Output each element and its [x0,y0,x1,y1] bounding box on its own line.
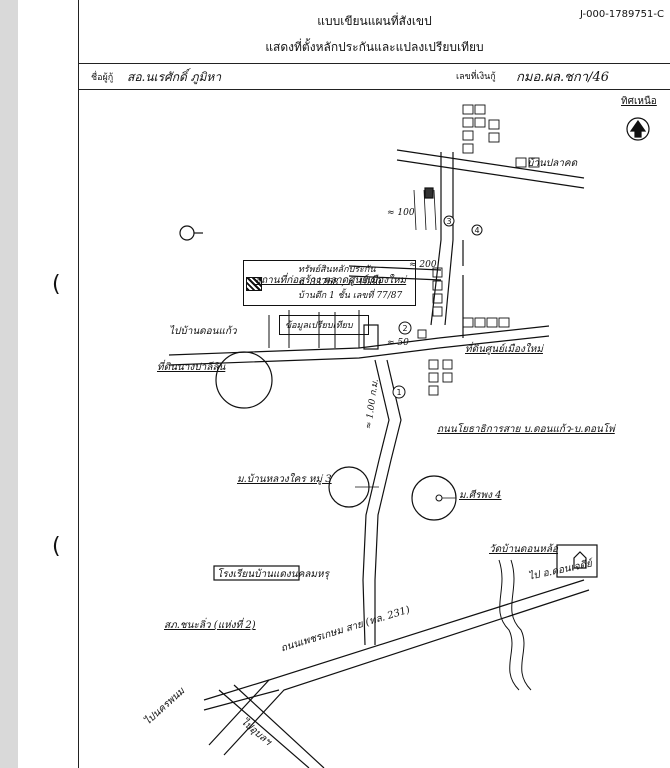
label-school: โรงเรียนบ้านแดงนคลมหรุ [217,569,329,580]
marker-3-circle [443,215,455,227]
road-main [362,359,402,646]
legend-comparison-label: ข้อมูลเปรียบเทียบ [285,321,353,331]
label-temple: วัดบ้านดอนหล้อ [489,544,558,555]
house-plots [417,104,540,396]
document-number: J-000-1789751-C [579,9,664,20]
road-north [430,152,454,326]
temple-icon [573,551,587,569]
label-to-ban-khonkhaen: ไปบ้านดอนแก้ว [169,326,237,337]
borrower-row: ชื่อผู้กู้ สอ.นเรศักดิ์ ภูมิหา เลขที่เงิ… [78,64,670,90]
owner-label: ชื่อผู้กู้ [91,73,114,83]
marker-1-circle [392,385,406,399]
legend-line-3: บ้านตึก 1 ชั้น เลขที่ 77/87 [298,291,403,301]
legend-collateral: ทรัพย์สินหลักประกัน ฉ. 83768 , ล. 1080 บ… [243,260,416,306]
label-dist-50: ≈ 50 [387,338,409,348]
map-drawing: 3 4 2 1 [168,104,650,768]
label-land-muangmai: ที่ดินศูนย์เมืองใหม่ [465,344,543,355]
document-subtitle: แสดงที่ตั้งหลักประกันและแปลงเปรียบเทียบ [265,40,484,54]
road-east [438,325,550,349]
collateral-swatch-icon [246,277,262,291]
road-ban-plakod [396,149,585,189]
north-label: ทิศเหนือ [621,96,657,107]
marker-2-circle [398,321,412,335]
temple-box [556,544,598,578]
label-dist-100: ≈ 100 [387,208,415,218]
label-road-name: ถนนโยธาธิการสาย บ.ดอนแก้ว-บ.ดอนโพ่ [437,424,615,435]
sketch-map: 3 4 2 1 ทิศเหนือ ทรัพย์สินหลักประกัน ฉ. … [78,90,670,768]
document-page: แบบเขียนแผนที่สังเขป แสดงที่ตั้งหลักประก… [18,0,670,768]
label-police-station: สภ.ชนะลิ่ว (แห่งที่ 2) [164,620,256,631]
label-ban-plakod: บ้านปลาคด [527,158,578,169]
marker-1: 1 [396,388,401,397]
document-header: แบบเขียนแผนที่สังเขป แสดงที่ตั้งหลักประก… [78,0,670,64]
marker-2: 2 [402,324,407,333]
comparison-circle-1 [215,351,273,409]
label-village-4: ม.ศีรพง 4 [459,490,502,501]
legend-line-1: ทรัพย์สินหลักประกัน [298,265,376,275]
binder-hole-bottom: ( [52,534,61,559]
marker-4-circle [471,224,483,236]
viewer-gutter [0,0,18,768]
loan-number-label: เลขที่เงินกู้ [456,72,496,82]
owner-name: สอ.นเรศักดิ์ ภูมิหา [127,70,222,84]
north-arrow-icon [626,117,650,141]
legend-line-2: ฉ. 83768 , ล. 1080 [298,278,382,288]
loan-number: กมอ.ผล.ชกา/46 [516,70,610,85]
comparison-symbol [179,225,195,241]
binder-hole-top: ( [52,272,61,297]
document-title: แบบเขียนแผนที่สังเขป [317,14,432,28]
marker-4: 4 [474,226,479,235]
marker-3: 3 [446,217,451,226]
label-construction-shop: สถานที่ก่อสร้าง ตลาดศูนย์เมืองใหม่ [255,275,407,286]
label-dist-200: ≈ 200 [409,260,437,270]
legend-comparison: ข้อมูลเปรียบเทียบ [279,315,369,335]
label-land-parchai: ที่ดินนางปาลีลิน [157,362,226,373]
label-village-3: ม.บ้านหลวงใคร หมู่ 3 [237,474,332,485]
